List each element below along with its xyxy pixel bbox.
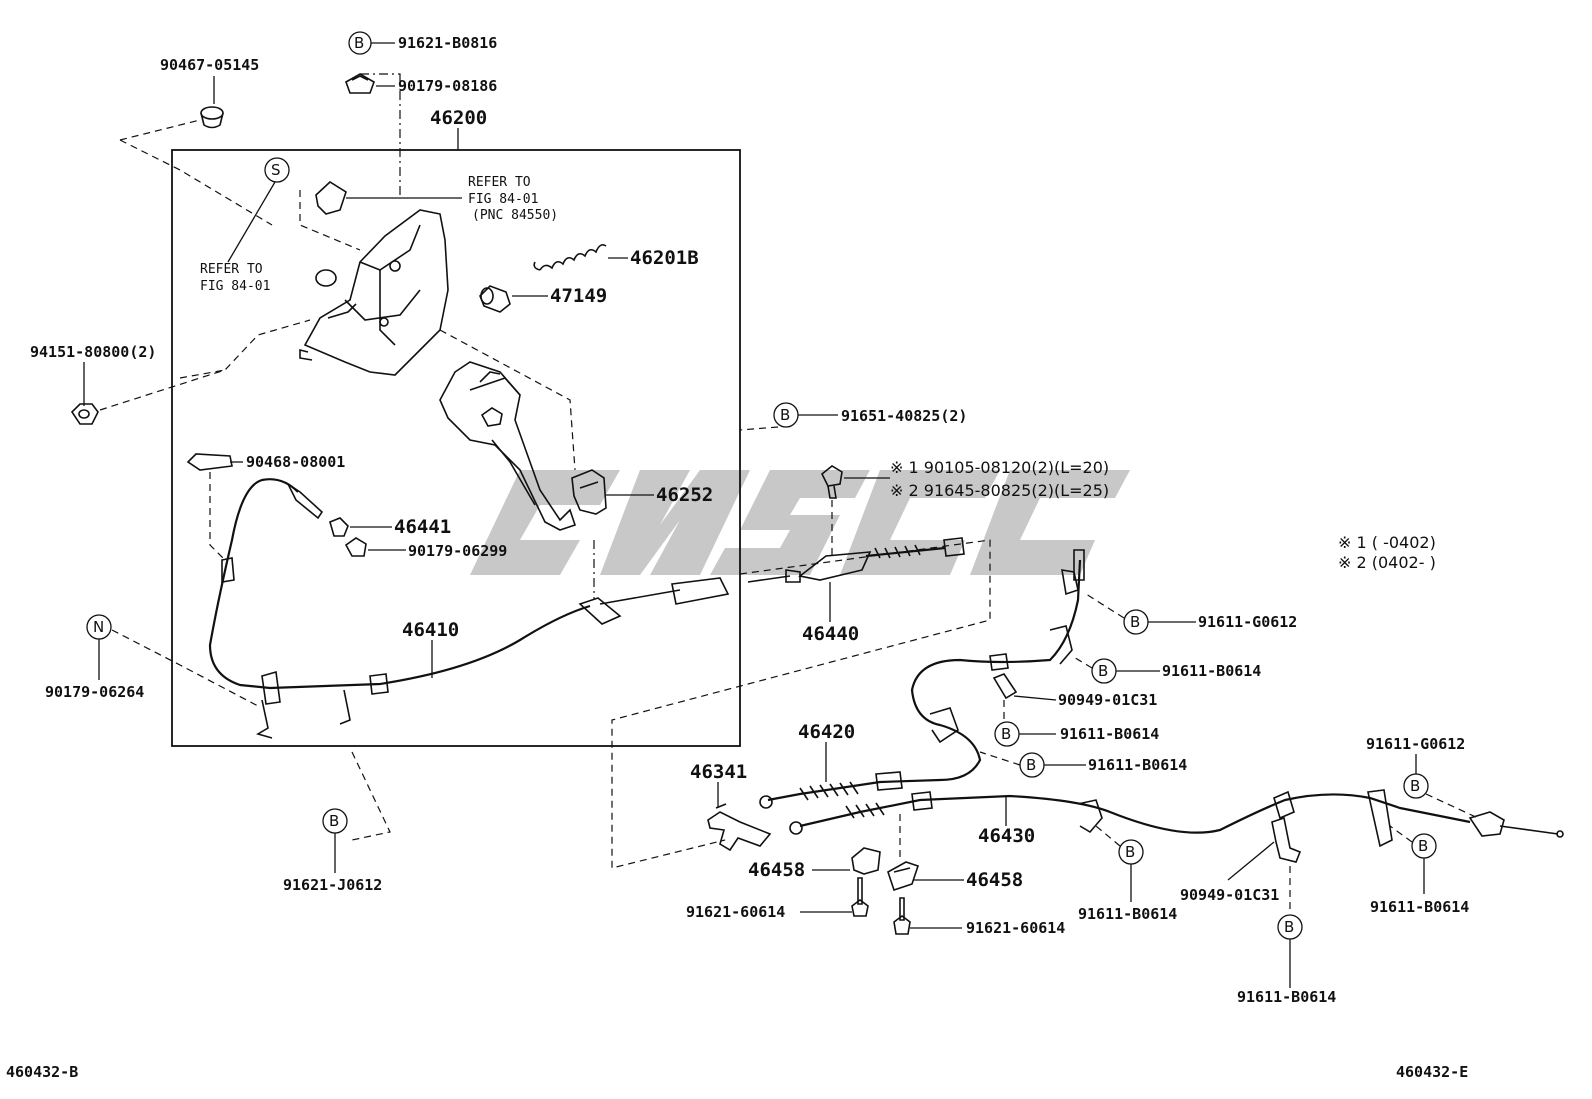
refer-note-left-2: FIG 84-01 — [200, 279, 270, 294]
svg-text:B: B — [1418, 837, 1428, 855]
svg-text:90179-06264: 90179-06264 — [45, 683, 144, 701]
part-91611-g0612-lower: 91611-G0612 B — [1366, 735, 1465, 799]
svg-text:S: S — [271, 161, 281, 179]
part-91611-b0614-b: B 91611-B0614 — [994, 721, 1159, 747]
part-46458-clip-a: 46458 — [748, 847, 881, 881]
variant-line-1: ※ 1 90105-08120(2)(L=20) — [890, 458, 1109, 477]
svg-text:B: B — [329, 812, 339, 830]
svg-text:B: B — [1098, 662, 1108, 680]
part-90467-05145: 90467-05145 — [160, 56, 259, 129]
part-90179-06264: N 90179-06264 — [45, 614, 144, 701]
footer-code-right: 460432-E — [1396, 1063, 1468, 1081]
part-90949-01c31-a: 90949-01C31 — [992, 673, 1157, 709]
svg-text:91621-60614: 91621-60614 — [686, 903, 785, 921]
svg-text:90179-08186: 90179-08186 — [398, 77, 497, 95]
part-46430-cable: 46430 — [789, 789, 1564, 848]
refer-note-top-1: REFER TO — [468, 175, 531, 190]
svg-text:46441: 46441 — [394, 516, 451, 538]
part-46420-cable: 46420 — [759, 549, 1085, 809]
ratchet-pawl-plate — [439, 361, 577, 531]
svg-text:B: B — [1026, 756, 1036, 774]
refer-note-top-3: (PNC 84550) — [472, 208, 558, 223]
variant-line-2: ※ 2 91645-80825(2)(L=25) — [890, 481, 1109, 500]
svg-text:90468-08001: 90468-08001 — [246, 453, 345, 471]
svg-text:B: B — [1284, 918, 1294, 936]
svg-text:46252: 46252 — [656, 484, 713, 506]
svg-text:46341: 46341 — [690, 761, 747, 783]
part-94151-80800: 94151-80800(2) — [30, 343, 156, 425]
circle-s-marker: S — [227, 157, 290, 263]
part-47149: 47149 — [479, 285, 607, 313]
svg-text:90949-01C31: 90949-01C31 — [1058, 691, 1157, 709]
svg-text:46420: 46420 — [798, 721, 855, 743]
footer-code-left: 460432-B — [6, 1063, 78, 1081]
part-91611-g0612-upper: B 91611-G0612 — [1123, 609, 1297, 635]
part-46410-front-cable: 46410 — [208, 478, 730, 739]
svg-text:46201B: 46201B — [630, 247, 699, 269]
svg-text:B: B — [780, 406, 790, 424]
part-46458-clip-b: 46458 — [887, 861, 1023, 892]
part-91611-b0614-e: B 91611-B0614 — [1237, 914, 1336, 1006]
svg-text:N: N — [93, 618, 104, 636]
svg-text:90949-01C31: 90949-01C31 — [1180, 886, 1279, 904]
part-46341-bracket: 46341 — [690, 761, 772, 852]
parking-brake-pedal-bracket — [299, 209, 449, 376]
svg-text:91611-B0614: 91611-B0614 — [1088, 756, 1187, 774]
svg-text:91651-40825(2): 91651-40825(2) — [841, 407, 967, 425]
part-90949-01c31-b: 90949-01C31 — [1180, 816, 1302, 904]
refer-note-left-1: REFER TO — [200, 262, 263, 277]
svg-text:91621-B0816: 91621-B0816 — [398, 34, 497, 52]
part-91611-b0614-c: B 91611-B0614 — [1019, 752, 1187, 778]
svg-text:46458: 46458 — [966, 869, 1023, 891]
svg-text:46440: 46440 — [802, 623, 859, 645]
variant-bolt — [820, 465, 890, 499]
part-91611-b0614-d: B 91611-B0614 — [1078, 839, 1177, 923]
svg-text:B: B — [1130, 613, 1140, 631]
part-91611-b0614-f: B 91611-B0614 — [1370, 833, 1469, 916]
svg-text:46458: 46458 — [748, 859, 805, 881]
svg-text:91611-B0614: 91611-B0614 — [1060, 725, 1159, 743]
part-46440-equalizer: 46440 — [747, 537, 965, 645]
svg-text:91611-B0614: 91611-B0614 — [1078, 905, 1177, 923]
legend-variant-1: ※ 1 ( -0402) — [1338, 533, 1436, 552]
part-91621-60614-b: 91621-60614 — [893, 897, 1065, 937]
svg-text:B: B — [1125, 843, 1135, 861]
part-90179-08186: 90179-08186 — [345, 73, 497, 95]
assembly-box — [171, 149, 741, 747]
clip-fig84 — [315, 180, 462, 215]
part-46201b-spring: 46201B — [533, 244, 699, 271]
part-91621-j0612: B 91621-J0612 — [283, 808, 382, 894]
label-46200: 46200 — [430, 107, 487, 129]
svg-text:46430: 46430 — [978, 825, 1035, 847]
legend-variant-2: ※ 2 (0402- ) — [1338, 553, 1436, 572]
svg-text:46410: 46410 — [402, 619, 459, 641]
part-91621-60614-a: 91621-60614 — [686, 877, 869, 921]
svg-text:91621-60614: 91621-60614 — [966, 919, 1065, 937]
svg-text:91611-B0614: 91611-B0614 — [1162, 662, 1261, 680]
part-91611-b0614-a: B 91611-B0614 — [1091, 658, 1261, 684]
part-91621-b0816: B 91621-B0816 — [348, 31, 497, 55]
svg-text:47149: 47149 — [550, 285, 607, 307]
svg-text:91611-B0614: 91611-B0614 — [1370, 898, 1469, 916]
svg-text:B: B — [1410, 777, 1420, 795]
svg-text:B: B — [354, 34, 364, 52]
svg-text:91611-G0612: 91611-G0612 — [1366, 735, 1465, 753]
part-91651-40825: B 91651-40825(2) — [773, 402, 967, 428]
svg-text:91621-J0612: 91621-J0612 — [283, 876, 382, 894]
part-46252-pad: 46252 — [571, 469, 713, 515]
refer-note-top-2: FIG 84-01 — [468, 192, 538, 207]
svg-text:90179-06299: 90179-06299 — [408, 542, 507, 560]
part-90179-06299: 90179-06299 — [344, 537, 507, 560]
svg-text:90467-05145: 90467-05145 — [160, 56, 259, 74]
svg-text:94151-80800(2): 94151-80800(2) — [30, 343, 156, 361]
part-46441: 46441 — [329, 516, 451, 538]
part-90468-08001: 90468-08001 — [186, 453, 345, 471]
svg-text:91611-G0612: 91611-G0612 — [1198, 613, 1297, 631]
svg-text:B: B — [1001, 725, 1011, 743]
svg-text:91611-B0614: 91611-B0614 — [1237, 988, 1336, 1006]
